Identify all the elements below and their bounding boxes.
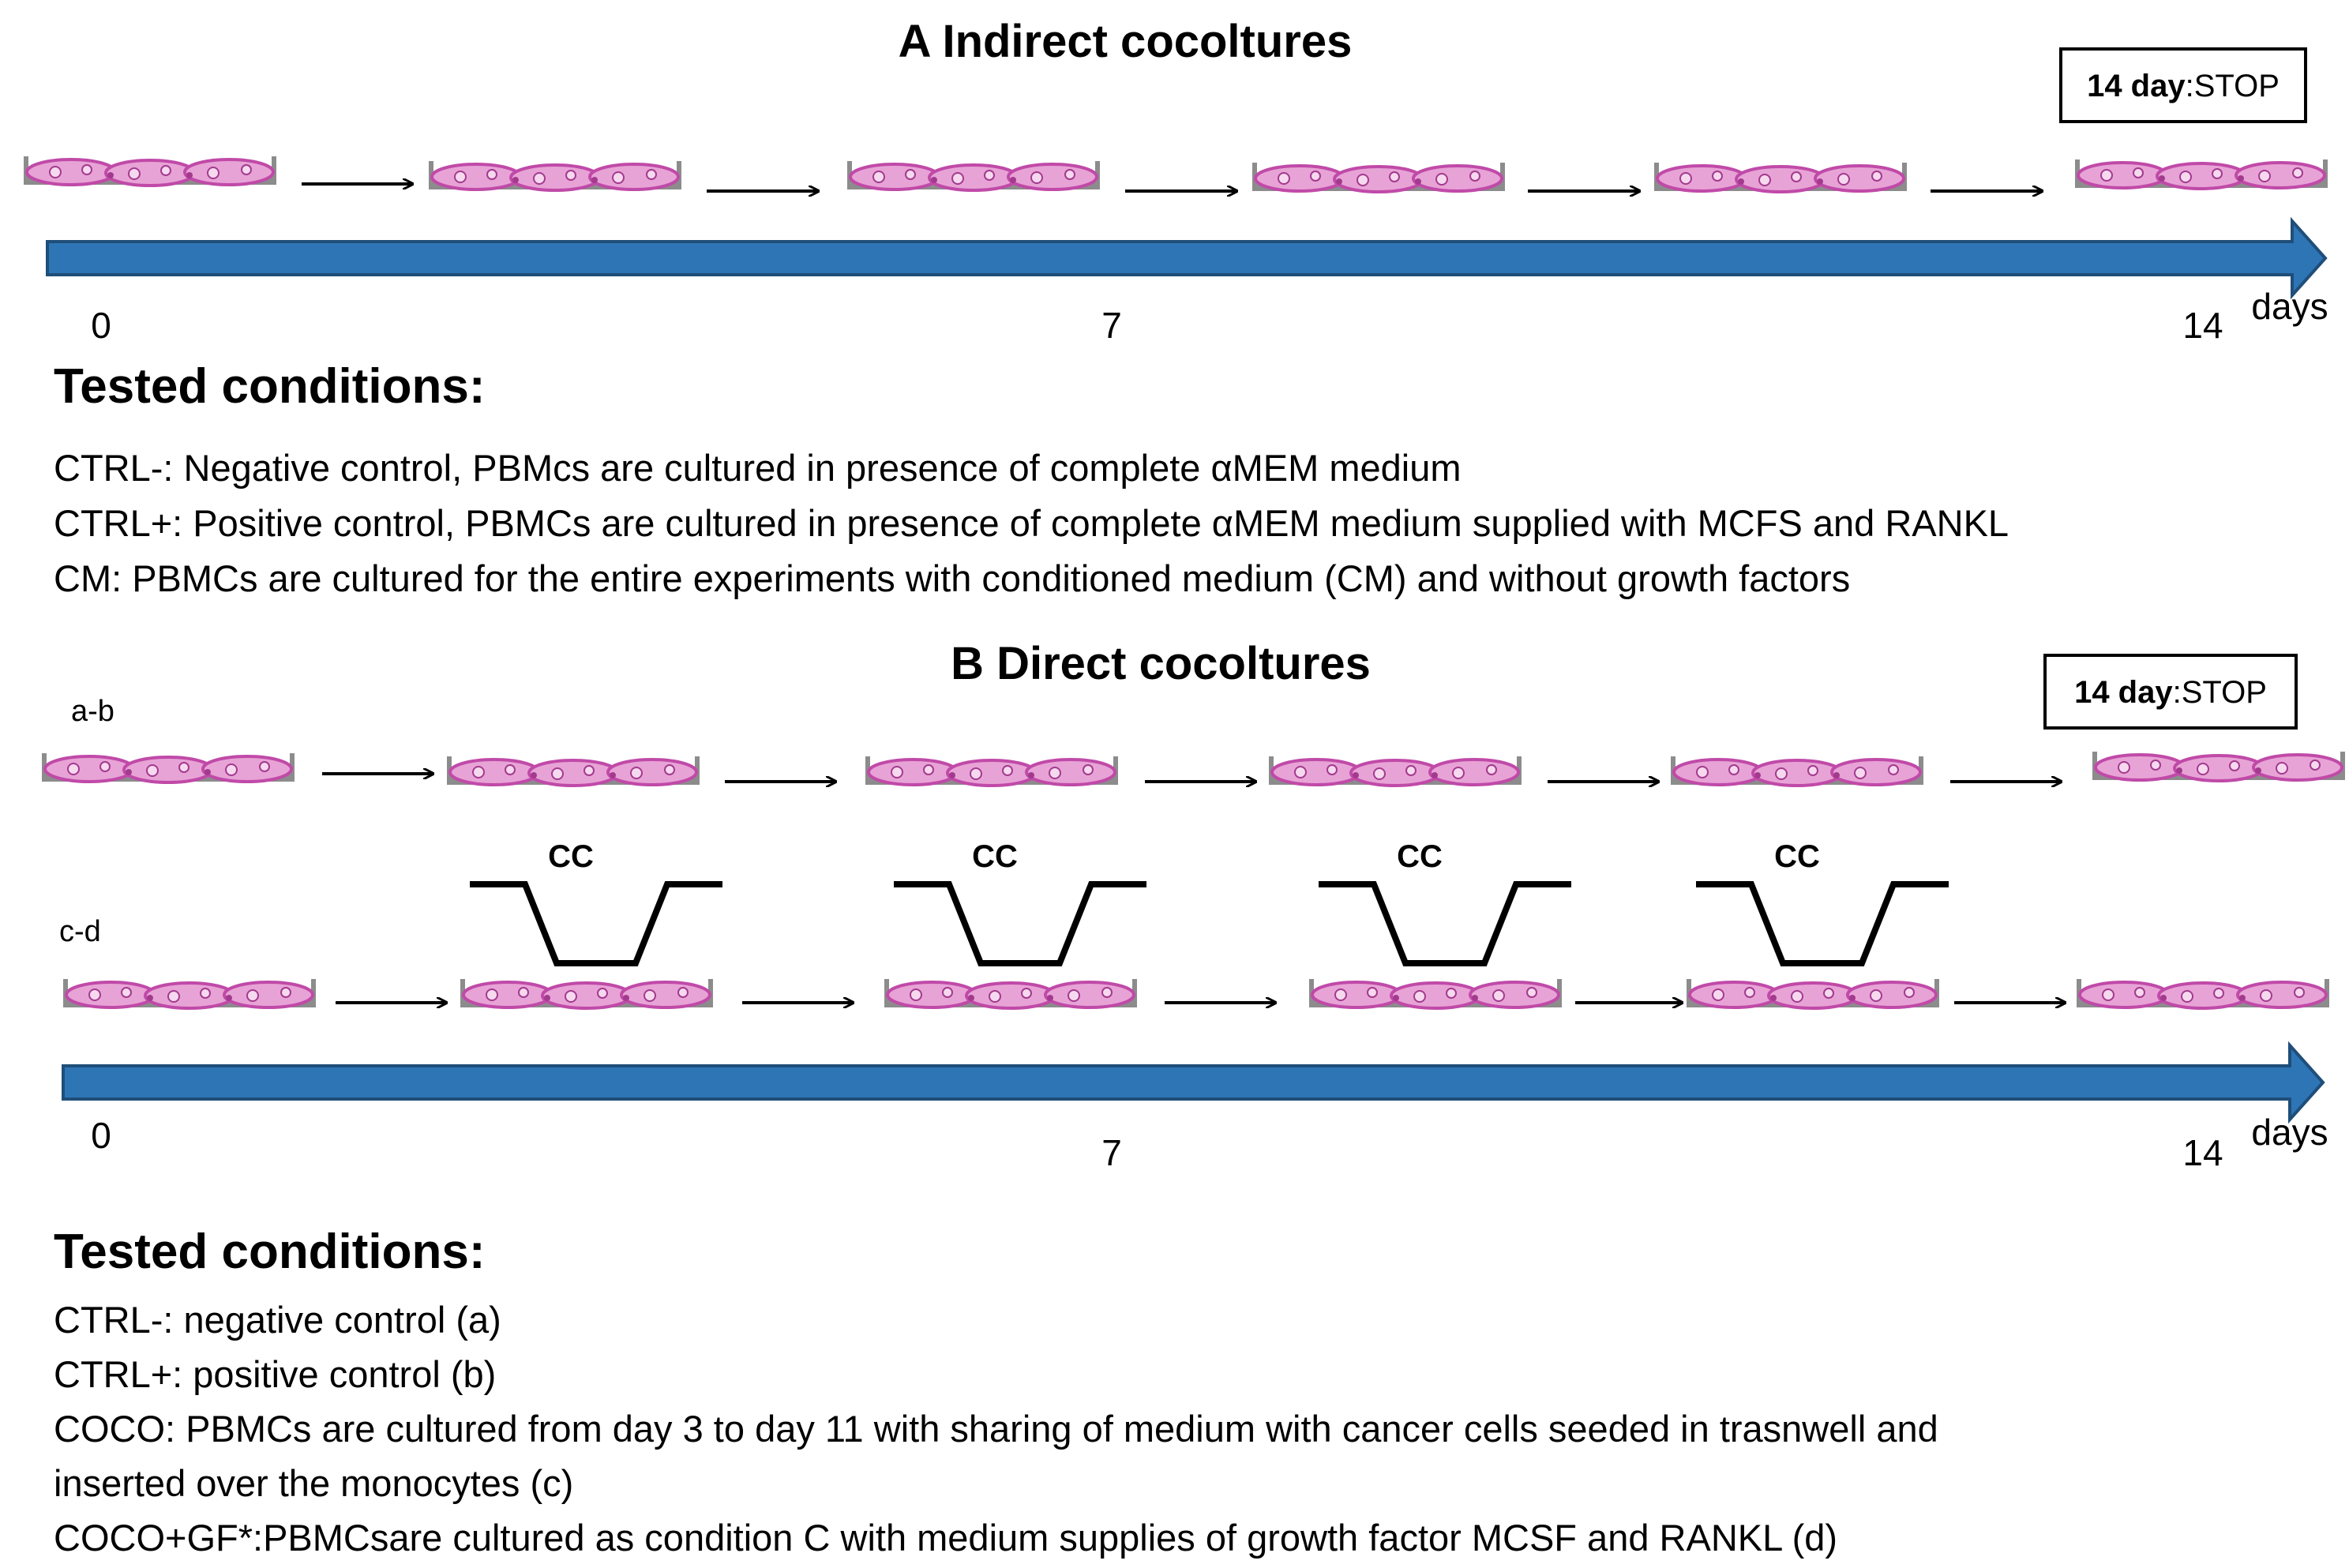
stop-label: :STOP <box>2186 69 2280 103</box>
transwell-insert <box>894 884 1146 963</box>
panel-b-conditions-heading: Tested conditions: <box>54 1225 486 1279</box>
panel-b-axis-unit: days <box>2251 1112 2328 1153</box>
culture-dish <box>62 977 317 1010</box>
panel-a-conditions-heading: Tested conditions: <box>54 359 486 414</box>
culture-dish <box>1653 161 1908 193</box>
panel-b-title: B Direct cocoltures <box>951 638 1371 689</box>
panel-a-timeline-arrow <box>46 216 2328 300</box>
panel-a-condition: CTRL+: Positive control, PBMCs are cultu… <box>54 502 2009 544</box>
panel-b-timeline-arrow <box>62 1041 2325 1124</box>
row-label-a-b: a-b <box>71 695 114 728</box>
panel-a-stop-box: 14 day:STOP <box>2059 47 2307 123</box>
panel-b-tick-0: 0 <box>91 1115 111 1156</box>
culture-dish <box>427 159 683 192</box>
culture-dish <box>2075 977 2331 1010</box>
culture-dish <box>1685 977 1941 1010</box>
culture-dish <box>846 159 1101 192</box>
panel-b-condition: CTRL+: positive control (b) <box>54 1353 496 1395</box>
culture-dish <box>445 755 701 787</box>
panel-b-condition: COCO: PBMCs are cultured from day 3 to d… <box>54 1408 1938 1450</box>
panel-b-tick-7: 7 <box>1101 1132 1122 1173</box>
panel-a-tick-0: 0 <box>91 305 111 346</box>
svg-text:14 day:STOP: 14 day:STOP <box>2087 69 2280 103</box>
panel-b-transwell-inserts <box>470 884 1949 963</box>
culture-dish <box>864 755 1120 787</box>
culture-dish <box>22 155 278 187</box>
panel-b-condition: CTRL-: negative control (a) <box>54 1299 501 1341</box>
panel-b-stop-box: 14 day:STOP <box>2043 654 2298 730</box>
stop-day-label: 14 day <box>2074 675 2173 710</box>
transwell-insert <box>1319 884 1571 963</box>
row-label-c-d: c-d <box>59 915 101 948</box>
panel-a-dishes <box>22 155 2329 193</box>
panel-a-axis-unit: days <box>2251 286 2328 327</box>
panel-b-step-arrows-row-ab <box>322 774 2061 782</box>
panel-b-tick-14: 14 <box>2182 1132 2223 1173</box>
culture-dish <box>459 977 715 1010</box>
panel-b-condition: COCO+GF*:PBMCsare cultured as condition … <box>54 1517 1837 1559</box>
culture-dish <box>883 977 1139 1010</box>
panel-a-step-arrows <box>302 184 2042 191</box>
cc-label: CC <box>1397 839 1443 874</box>
transwell-insert <box>1696 884 1949 963</box>
culture-dish <box>40 752 296 784</box>
culture-dish <box>1267 755 1523 787</box>
panel-a-condition: CM: PBMCs are cultured for the entire ex… <box>54 557 1850 599</box>
svg-text:14 day:STOP: 14 day:STOP <box>2074 675 2267 710</box>
culture-dish <box>1308 977 1563 1010</box>
stop-day-label: 14 day <box>2087 69 2186 103</box>
cc-label: CC <box>972 839 1018 874</box>
transwell-insert <box>470 884 722 963</box>
culture-dish <box>2073 158 2329 190</box>
panel-a-condition: CTRL-: Negative control, PBMcs are cultu… <box>54 447 1462 489</box>
panel-a-title: A Indirect cocoltures <box>899 16 1353 67</box>
panel-a-tick-14: 14 <box>2182 305 2223 346</box>
panel-b-condition: inserted over the monocytes (c) <box>54 1462 573 1504</box>
culture-dish <box>2091 750 2347 782</box>
cc-label: CC <box>548 839 594 874</box>
panel-a-tick-7: 7 <box>1101 305 1122 346</box>
culture-dish <box>1669 755 1925 787</box>
cc-label: CC <box>1774 839 1820 874</box>
culture-dish <box>1251 161 1507 193</box>
panel-b-cc-labels: CC CC CC CC <box>548 839 1820 874</box>
stop-label: :STOP <box>2173 675 2267 710</box>
